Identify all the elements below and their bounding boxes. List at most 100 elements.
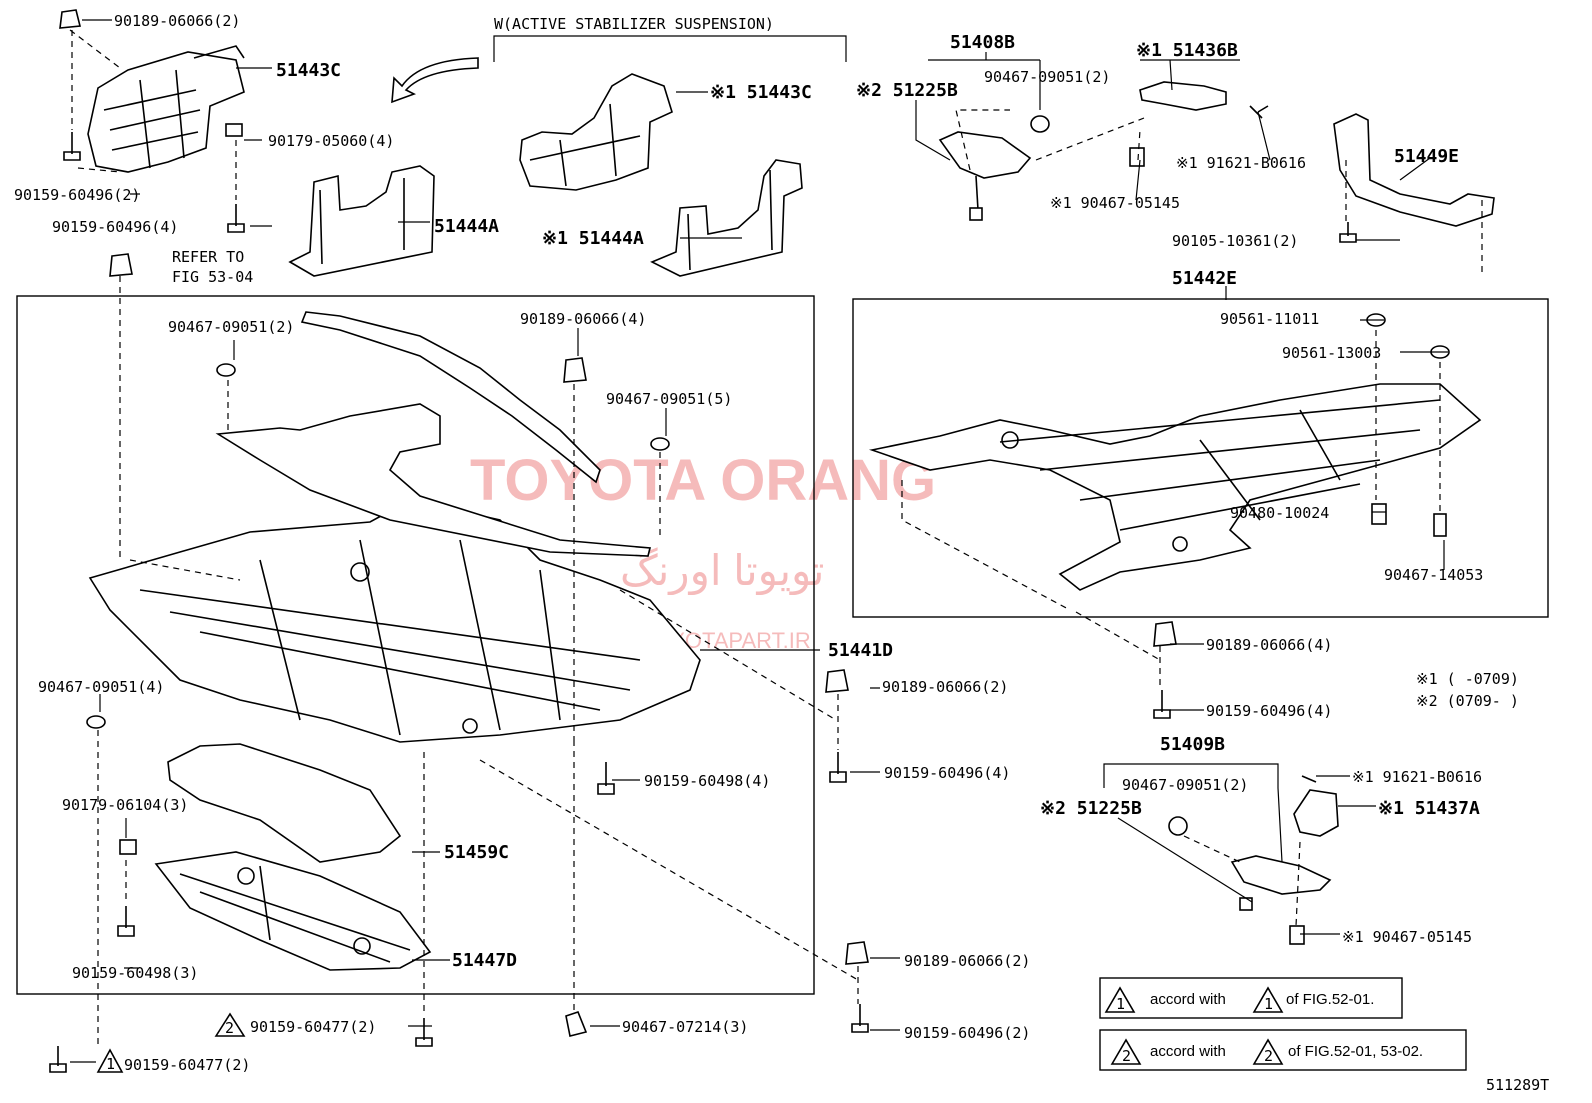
label: 51449E [1394,146,1459,167]
svg-text:2: 2 [1264,1047,1273,1065]
label: 90467-09051(2) [984,68,1110,86]
label: 90159-60498(4) [644,772,770,790]
label: 90159-60496(2) [14,186,140,204]
label: 90467-09051(2) [168,318,294,336]
triangle-2-icon [214,1012,246,1037]
label: ※1 51436B [1136,40,1238,61]
legend-x2: ※2 (0709- ) [1416,692,1519,710]
label: 90467-09051(5) [606,390,732,408]
label: 90561-11011 [1220,310,1319,328]
triangle-marks: 2 1 [96,1012,246,1073]
part-panel-upper [215,403,652,557]
svg-text:of FIG.52-01.: of FIG.52-01. [1286,991,1374,1008]
part-51443C [87,45,245,173]
svg-text:of FIG.52-01, 53-02.: of FIG.52-01, 53-02. [1288,1043,1423,1060]
label: 90561-13003 [1282,344,1381,362]
label: ※1 51443C [710,82,812,103]
part-51408B-plate [938,131,1032,221]
label: 90159-60496(2) [904,1024,1030,1042]
curved-arrow-icon [391,57,479,104]
label: 90189-06066(2) [904,952,1030,970]
label: 51408B [950,32,1015,53]
part-51459C [167,743,402,863]
variant-bracket [493,35,847,62]
label: ※1 90467-05145 [1050,194,1180,212]
label: 90467-09051(2) [1122,776,1248,794]
svg-text:accord with: accord with [1150,1043,1226,1060]
label: 51409B [1160,734,1225,755]
part-51449E [1333,113,1495,227]
variant-note: W(ACTIVE STABILIZER SUSPENSION) [494,15,774,33]
clip-icon [59,9,82,29]
label: 90480-10024 [1230,504,1329,522]
part-51437A [1293,789,1339,837]
label: 90105-10361(2) [1172,232,1298,250]
legend-x1: ※1 ( -0709) [1416,670,1519,688]
bracket-51409B-line [1103,763,1279,788]
label: 90159-60496(4) [884,764,1010,782]
triangle-1-icon [96,1048,124,1073]
note-box-1: 1 accord with 1 of FIG.52-01. [1099,977,1403,1019]
part-51444A [288,165,435,277]
refer-line1: REFER TO [172,248,244,266]
label: 90179-05060(4) [268,132,394,150]
label: 90189-06066(2) [882,678,1008,696]
triangle-2-icon [1110,1038,1142,1065]
label: 90159-60477(2) [124,1056,250,1074]
label: 51442E [1172,268,1237,289]
label: 90467-07214(3) [622,1018,748,1036]
label: ※2 51225B [1040,798,1142,819]
label: 90159-60496(4) [1206,702,1332,720]
svg-text:2: 2 [1122,1047,1131,1065]
label: 90179-06104(3) [62,796,188,814]
refer-line2: FIG 53-04 [172,268,253,286]
label: 90189-06066(2) [114,12,240,30]
label: ※1 90467-05145 [1342,928,1472,946]
clip-icon [563,357,587,383]
label: 90467-14053 [1384,566,1483,584]
note-box-2: 2 accord with 2 of FIG.52-01, 53-02. [1099,1029,1467,1071]
figure-id: 511289T [1486,1076,1549,1094]
label: 51447D [452,950,517,971]
svg-text:1: 1 [1116,995,1125,1013]
label: 90189-06066(4) [1206,636,1332,654]
triangle-1-icon [1104,986,1136,1013]
watermark-main: TOYOTA ORANG [470,448,936,513]
label: ※1 91621-B0616 [1176,154,1306,172]
right-assembly-frame [852,298,1549,618]
svg-text:accord with: accord with [1150,991,1226,1008]
label: 51441D [828,640,893,661]
label: 90467-09051(4) [38,678,164,696]
part-x1-51443C [519,73,673,191]
label: 51444A [434,216,499,237]
clip-icon [1153,621,1177,647]
label: 90159-60496(4) [52,218,178,236]
clip-icon [109,253,133,277]
label: 51459C [444,842,509,863]
part-labels: 90189-06066(2) 51443C 90179-05060(4) 901… [14,12,1519,1074]
label: ※1 51444A [542,228,644,249]
clip-icon [845,941,869,965]
triangle-mark-1: 1 [106,1055,115,1073]
label: ※1 91621-B0616 [1352,768,1482,786]
triangle-mark-2: 2 [225,1019,234,1037]
label: 90159-60498(3) [72,964,198,982]
watermark: TOYOTA ORANG تویوتا اورنگ TOYOTAPART.IR [470,448,936,653]
left-assembly-frame [16,295,815,995]
triangle-2-icon [1252,1038,1284,1065]
svg-text:1: 1 [1264,995,1273,1013]
part-51441D [88,499,701,743]
label: ※2 51225B [856,80,958,101]
reference-lines [69,29,1483,1046]
label: 90189-06066(4) [520,310,646,328]
fasteners [49,9,1450,1073]
label: ※1 51437A [1378,798,1480,819]
part-51447D [154,851,432,971]
label: 90159-60477(2) [250,1018,376,1036]
watermark-persian: تویوتا اورنگ [620,547,824,595]
part-x1-51444A [650,159,803,277]
label: 51443C [276,60,341,81]
leader-lines [70,19,1448,1063]
